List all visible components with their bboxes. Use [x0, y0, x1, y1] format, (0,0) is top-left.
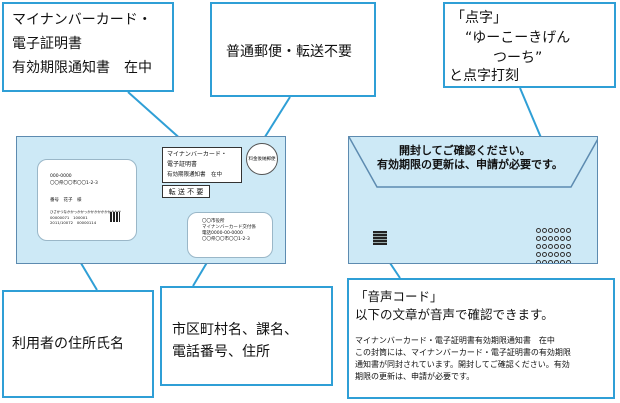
sender-line: 〇〇県〇〇市〇〇1-2-3	[202, 237, 250, 242]
callout-braille: 「点字」 “ゆーこーきげん つーち” と点字打刻	[443, 2, 616, 88]
callout-ordinary-mail: 普通郵便・転送不要	[210, 2, 376, 97]
callout-text: 電話番号、住所	[172, 344, 270, 360]
callout-text: と点字打刻	[449, 68, 519, 84]
voice-code-icon	[373, 231, 387, 245]
callout-sender: 市区町村名、課名、 電話番号、住所	[160, 286, 333, 386]
envelope-flap	[349, 137, 597, 188]
stamp-box-line: 電子証明書	[167, 161, 198, 168]
callout-text: つーち”	[465, 50, 543, 66]
address-name: 番号 花子 様	[50, 198, 82, 203]
address-window: 000-0000 〇〇県〇〇市〇〇1-2-3 番号 花子 様 ひさかつなかかっか…	[37, 159, 137, 241]
address-postcode: 000-0000	[50, 174, 72, 179]
callout-text: 電子証明書	[12, 36, 82, 52]
callout-body-line: 通知書が同封されています。開封してご確認ください。有効	[355, 360, 570, 369]
callout-body-line: マイナンバーカード・電子証明書有効期限通知書 在中	[355, 336, 555, 345]
callout-title: 「音声コード」	[355, 289, 443, 304]
stamp-box-line: マイナンバーカード・	[167, 151, 227, 158]
sender-window: 〇〇市役所 マイナンバーカード交付係 電話0000-00-0000 〇〇県〇〇市…	[187, 212, 273, 258]
callout-voice-code: 「音声コード」 以下の文章が音声で確認できます。 マイナンバーカード・電子証明書…	[347, 278, 615, 399]
callout-text: “ゆーこーきげん	[465, 30, 571, 46]
stamp-box-line: 有効期限通知書 在中	[167, 172, 223, 178]
back-message-line: 開封してご確認ください。	[399, 144, 531, 157]
front-envelope: 000-0000 〇〇県〇〇市〇〇1-2-3 番号 花子 様 ひさかつなかかっか…	[16, 136, 286, 264]
address-line: 〇〇県〇〇市〇〇1-2-3	[50, 181, 98, 186]
callout-subtitle: 以下の文章が音声で確認できます。	[355, 307, 554, 322]
callout-recipient: 利用者の住所氏名	[2, 290, 154, 398]
callout-text: 有効期限通知書 在中	[12, 60, 152, 76]
callout-text: 「点字」	[451, 10, 507, 26]
callout-envelope-contents: マイナンバーカード・ 電子証明書 有効期限通知書 在中	[2, 2, 174, 92]
forward-prohibited-label: 転 送 不 要	[162, 185, 210, 198]
stamp-box: マイナンバーカード・ 電子証明書 有効期限通知書 在中	[162, 147, 242, 183]
address-small-line: 00000071 100001	[50, 215, 88, 220]
callout-text: マイナンバーカード・	[12, 12, 152, 28]
address-small-line: ひさかつなかかっかかっかかかかかかかかかか	[50, 210, 122, 214]
address-small-line: 2011/10072 00000114	[50, 220, 97, 225]
braille-dots	[535, 225, 581, 263]
callout-body-line: 期限の更新は、申請が必要です。	[355, 372, 475, 381]
back-envelope: 開封してご確認ください。 有効期限の更新は、申請が必要です。	[348, 136, 598, 264]
callout-body-line: この封筒には、マイナンバーカード・電子証明書の有効期限	[355, 348, 571, 357]
postmark-circle: 料金後納郵便	[246, 143, 278, 175]
sender-line: 電話0000-00-0000	[202, 231, 243, 236]
qr-code-icon	[110, 212, 120, 222]
callout-text: 利用者の住所氏名	[12, 336, 124, 352]
callout-text: 普通郵便・転送不要	[226, 44, 352, 60]
callout-text: 市区町村名、課名、	[172, 322, 298, 338]
sender-line: 〇〇市役所	[202, 219, 225, 224]
back-message-line: 有効期限の更新は、申請が必要です。	[377, 158, 563, 171]
sender-line: マイナンバーカード交付係	[202, 225, 256, 230]
